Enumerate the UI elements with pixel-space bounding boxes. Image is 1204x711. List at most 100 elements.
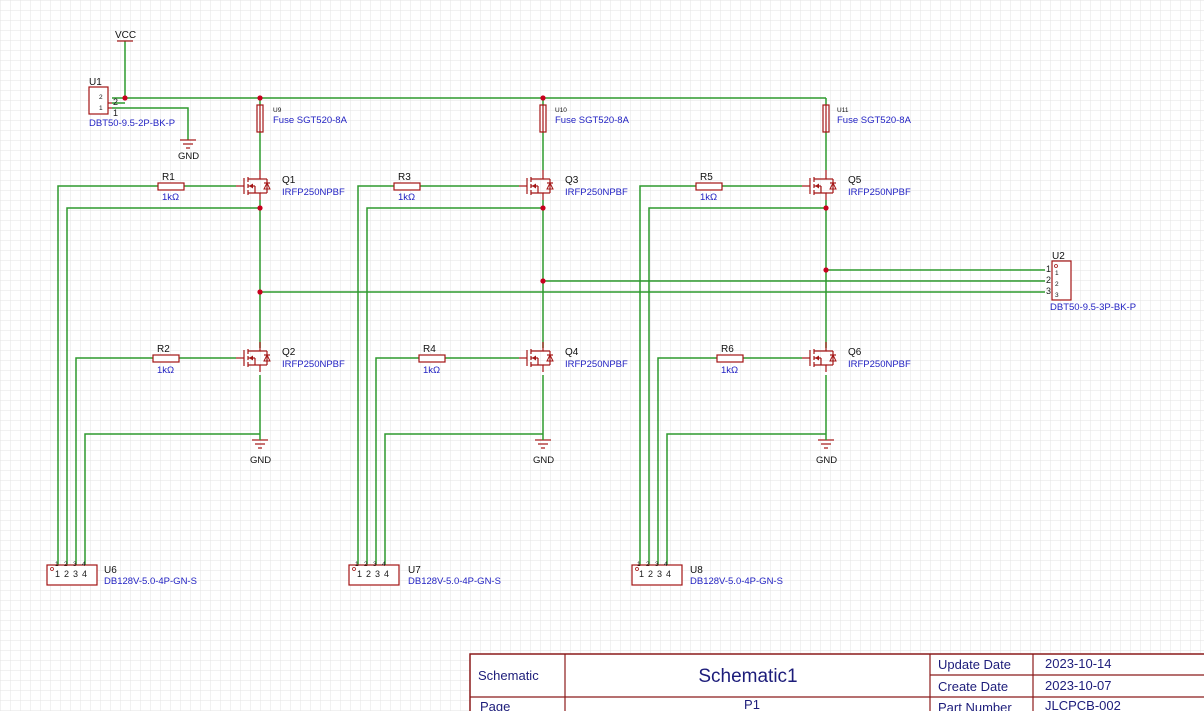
u2-pin3-inner: 3 — [1055, 292, 1059, 299]
u1-pin1-number: 1 — [99, 105, 103, 112]
mosfet-q6-value: IRFP250NPBF — [848, 359, 911, 370]
tb-part-number: JLCPCB-002 — [1045, 698, 1121, 711]
u7-pin3: 3 — [375, 569, 380, 579]
resistor-r2[interactable]: R2 1kΩ — [152, 344, 180, 376]
u6-pin2: 2 — [64, 569, 69, 579]
tb-update-date-caption: Update Date — [938, 657, 1011, 672]
r3-value: 1kΩ — [398, 192, 415, 203]
vcc-symbol[interactable]: VCC — [115, 30, 136, 42]
u1-pin1-label: 1 — [113, 108, 118, 118]
resistor-r5[interactable]: R5 1kΩ — [695, 172, 723, 203]
u9-value: Fuse SGT520-8A — [273, 115, 348, 126]
gnd-col1[interactable]: GND — [250, 434, 271, 466]
u7-pin2-top: 2 — [364, 561, 368, 568]
u8-pin1: 1 — [639, 569, 644, 579]
u1-pin2-label: 2 — [113, 97, 118, 107]
u7-pin2: 2 — [366, 569, 371, 579]
tb-page-value: P1 — [744, 697, 760, 711]
mosfet-q3-designator: Q3 — [565, 175, 579, 186]
wires — [57, 41, 1045, 565]
r4-value: 1kΩ — [423, 365, 440, 376]
mosfet-q5-value: IRFP250NPBF — [848, 187, 911, 198]
mosfet-q6-designator: Q6 — [848, 347, 862, 358]
vcc-label: VCC — [115, 30, 136, 41]
tb-page-caption: Page — [480, 699, 510, 711]
resistor-r1[interactable]: R1 1kΩ — [157, 172, 185, 203]
gnd-col1-label: GND — [250, 455, 271, 466]
gnd-col3[interactable]: GND — [816, 434, 837, 466]
u11-designator: U11 — [837, 107, 849, 114]
u6-value: DB128V-5.0-4P-GN-S — [104, 576, 197, 587]
fuse-u10[interactable]: U10 Fuse SGT520-8A — [539, 104, 630, 133]
resistor-r4[interactable]: R4 1kΩ — [418, 344, 446, 376]
u6-pin2-top: 2 — [64, 561, 68, 568]
mosfet-q4-value: IRFP250NPBF — [565, 359, 628, 370]
fuse-u9[interactable]: U9 Fuse SGT520-8A — [256, 104, 348, 133]
u7-value: DB128V-5.0-4P-GN-S — [408, 576, 501, 587]
tb-schematic-name: Schematic1 — [698, 666, 797, 687]
u7-pin4: 4 — [384, 569, 389, 579]
mosfets: Q1IRFP250NPBFQ2IRFP250NPBFQ3IRFP250NPBFQ… — [236, 170, 911, 372]
u2-pin2-inner: 2 — [1055, 281, 1059, 288]
u8-value: DB128V-5.0-4P-GN-S — [690, 576, 783, 587]
u7-designator: U7 — [408, 565, 421, 576]
r6-value: 1kΩ — [721, 365, 738, 376]
u1-value: DBT50-9.5-2P-BK-P — [89, 118, 175, 129]
connector-u1[interactable]: 2 1 2 1 U1 DBT50-9.5-2P-BK-P — [88, 77, 175, 129]
r6-designator: R6 — [721, 344, 734, 355]
connector-u7[interactable]: 1 2 3 4 1 2 3 4 U7 DB128V-5.0-4P-GN-S — [348, 561, 501, 587]
u6-pin1-top: 1 — [55, 561, 59, 568]
connector-u6[interactable]: 1 2 3 4 1 2 3 4 U6 DB128V-5.0-4P-GN-S — [46, 561, 197, 587]
title-block: Schematic Schematic1 Page P1 Update Date… — [469, 653, 1204, 711]
r1-value: 1kΩ — [162, 192, 179, 203]
u1-pin2-number: 2 — [99, 94, 103, 101]
tb-create-date: 2023-10-07 — [1045, 678, 1112, 693]
mosfet-q1-designator: Q1 — [282, 175, 296, 186]
r4-designator: R4 — [423, 344, 436, 355]
u2-designator: U2 — [1052, 251, 1065, 262]
gnd-u1[interactable]: GND — [178, 139, 199, 162]
u8-pin4: 4 — [666, 569, 671, 579]
u6-pin4-top: 4 — [82, 561, 86, 568]
u6-designator: U6 — [104, 565, 117, 576]
mosfet-q4-designator: Q4 — [565, 347, 579, 358]
u1-designator: U1 — [89, 77, 102, 88]
r5-designator: R5 — [700, 172, 713, 183]
u7-pin1: 1 — [357, 569, 362, 579]
u8-pin3-top: 3 — [655, 561, 659, 568]
gnd-col2-label: GND — [533, 455, 554, 466]
resistor-r3[interactable]: R3 1kΩ — [393, 172, 421, 203]
tb-schematic-caption: Schematic — [478, 668, 539, 683]
u8-pin4-top: 4 — [664, 561, 668, 568]
u6-pin3-top: 3 — [73, 561, 77, 568]
u9-designator: U9 — [273, 107, 282, 114]
u2-pin2-outer: 2 — [1046, 275, 1051, 285]
connector-u8[interactable]: 1 2 3 4 1 2 3 4 U8 DB128V-5.0-4P-GN-S — [631, 561, 783, 587]
u8-pin3: 3 — [657, 569, 662, 579]
fuse-u11[interactable]: U11 Fuse SGT520-8A — [822, 104, 912, 133]
mosfet-q5-designator: Q5 — [848, 175, 862, 186]
r3-designator: R3 — [398, 172, 411, 183]
connector-u2[interactable]: 1 2 3 1 2 3 U2 DBT50-9.5-3P-BK-P — [1046, 251, 1136, 313]
u7-pin3-top: 3 — [373, 561, 377, 568]
tb-update-date: 2023-10-14 — [1045, 656, 1112, 671]
gnd-col2[interactable]: GND — [533, 434, 554, 466]
u2-pin1-inner: 1 — [1055, 270, 1059, 277]
u8-designator: U8 — [690, 565, 703, 576]
u10-value: Fuse SGT520-8A — [555, 115, 630, 126]
u8-pin2: 2 — [648, 569, 653, 579]
r1-designator: R1 — [162, 172, 175, 183]
u10-designator: U10 — [555, 107, 567, 114]
resistor-r6[interactable]: R6 1kΩ — [716, 344, 744, 376]
u8-pin1-top: 1 — [637, 561, 641, 568]
junctions — [122, 95, 829, 295]
tb-create-date-caption: Create Date — [938, 679, 1008, 694]
